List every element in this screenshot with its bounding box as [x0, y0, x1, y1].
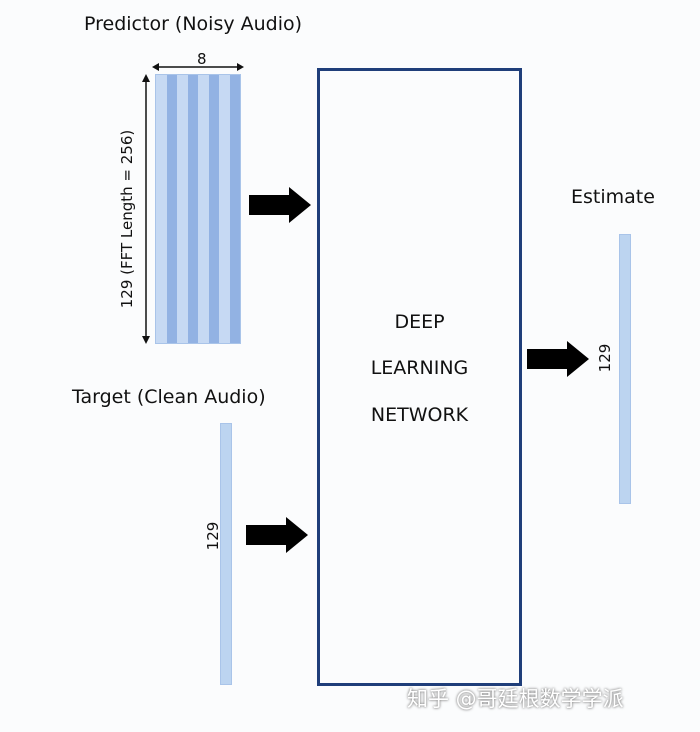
width-dimension-label: 8	[197, 50, 207, 68]
estimate-vector	[619, 234, 631, 504]
watermark-text: 知乎 @哥廷根数学学派	[407, 687, 624, 711]
width-dimension-arrow	[152, 63, 244, 71]
height-dimension-arrow	[142, 74, 150, 344]
frame-column	[166, 75, 177, 343]
frame-column	[229, 75, 240, 343]
predictor-to-network-arrow	[249, 187, 311, 223]
network-label-line1: DEEP	[394, 311, 445, 333]
frame-column	[198, 75, 209, 343]
network-label-line3: NETWORK	[370, 404, 469, 426]
estimate-dimension-label: 129	[596, 343, 614, 373]
height-dimension-label: 129 (FFT Length = 256)	[118, 129, 136, 309]
target-vector	[220, 423, 232, 685]
target-to-network-arrow	[246, 517, 308, 553]
network-label-line2: LEARNING	[370, 357, 469, 379]
frame-column	[219, 75, 230, 343]
deep-learning-network-box: DEEP LEARNING NETWORK	[317, 68, 522, 686]
frame-column	[177, 75, 188, 343]
target-dimension-label: 129	[204, 521, 222, 551]
frame-column	[187, 75, 198, 343]
estimate-title: Estimate	[571, 186, 655, 208]
network-to-estimate-arrow	[527, 341, 589, 377]
predictor-title: Predictor (Noisy Audio)	[84, 13, 303, 35]
target-title: Target (Clean Audio)	[72, 386, 266, 408]
predictor-spectrogram	[155, 74, 241, 344]
frame-column	[156, 75, 167, 343]
frame-column	[208, 75, 219, 343]
